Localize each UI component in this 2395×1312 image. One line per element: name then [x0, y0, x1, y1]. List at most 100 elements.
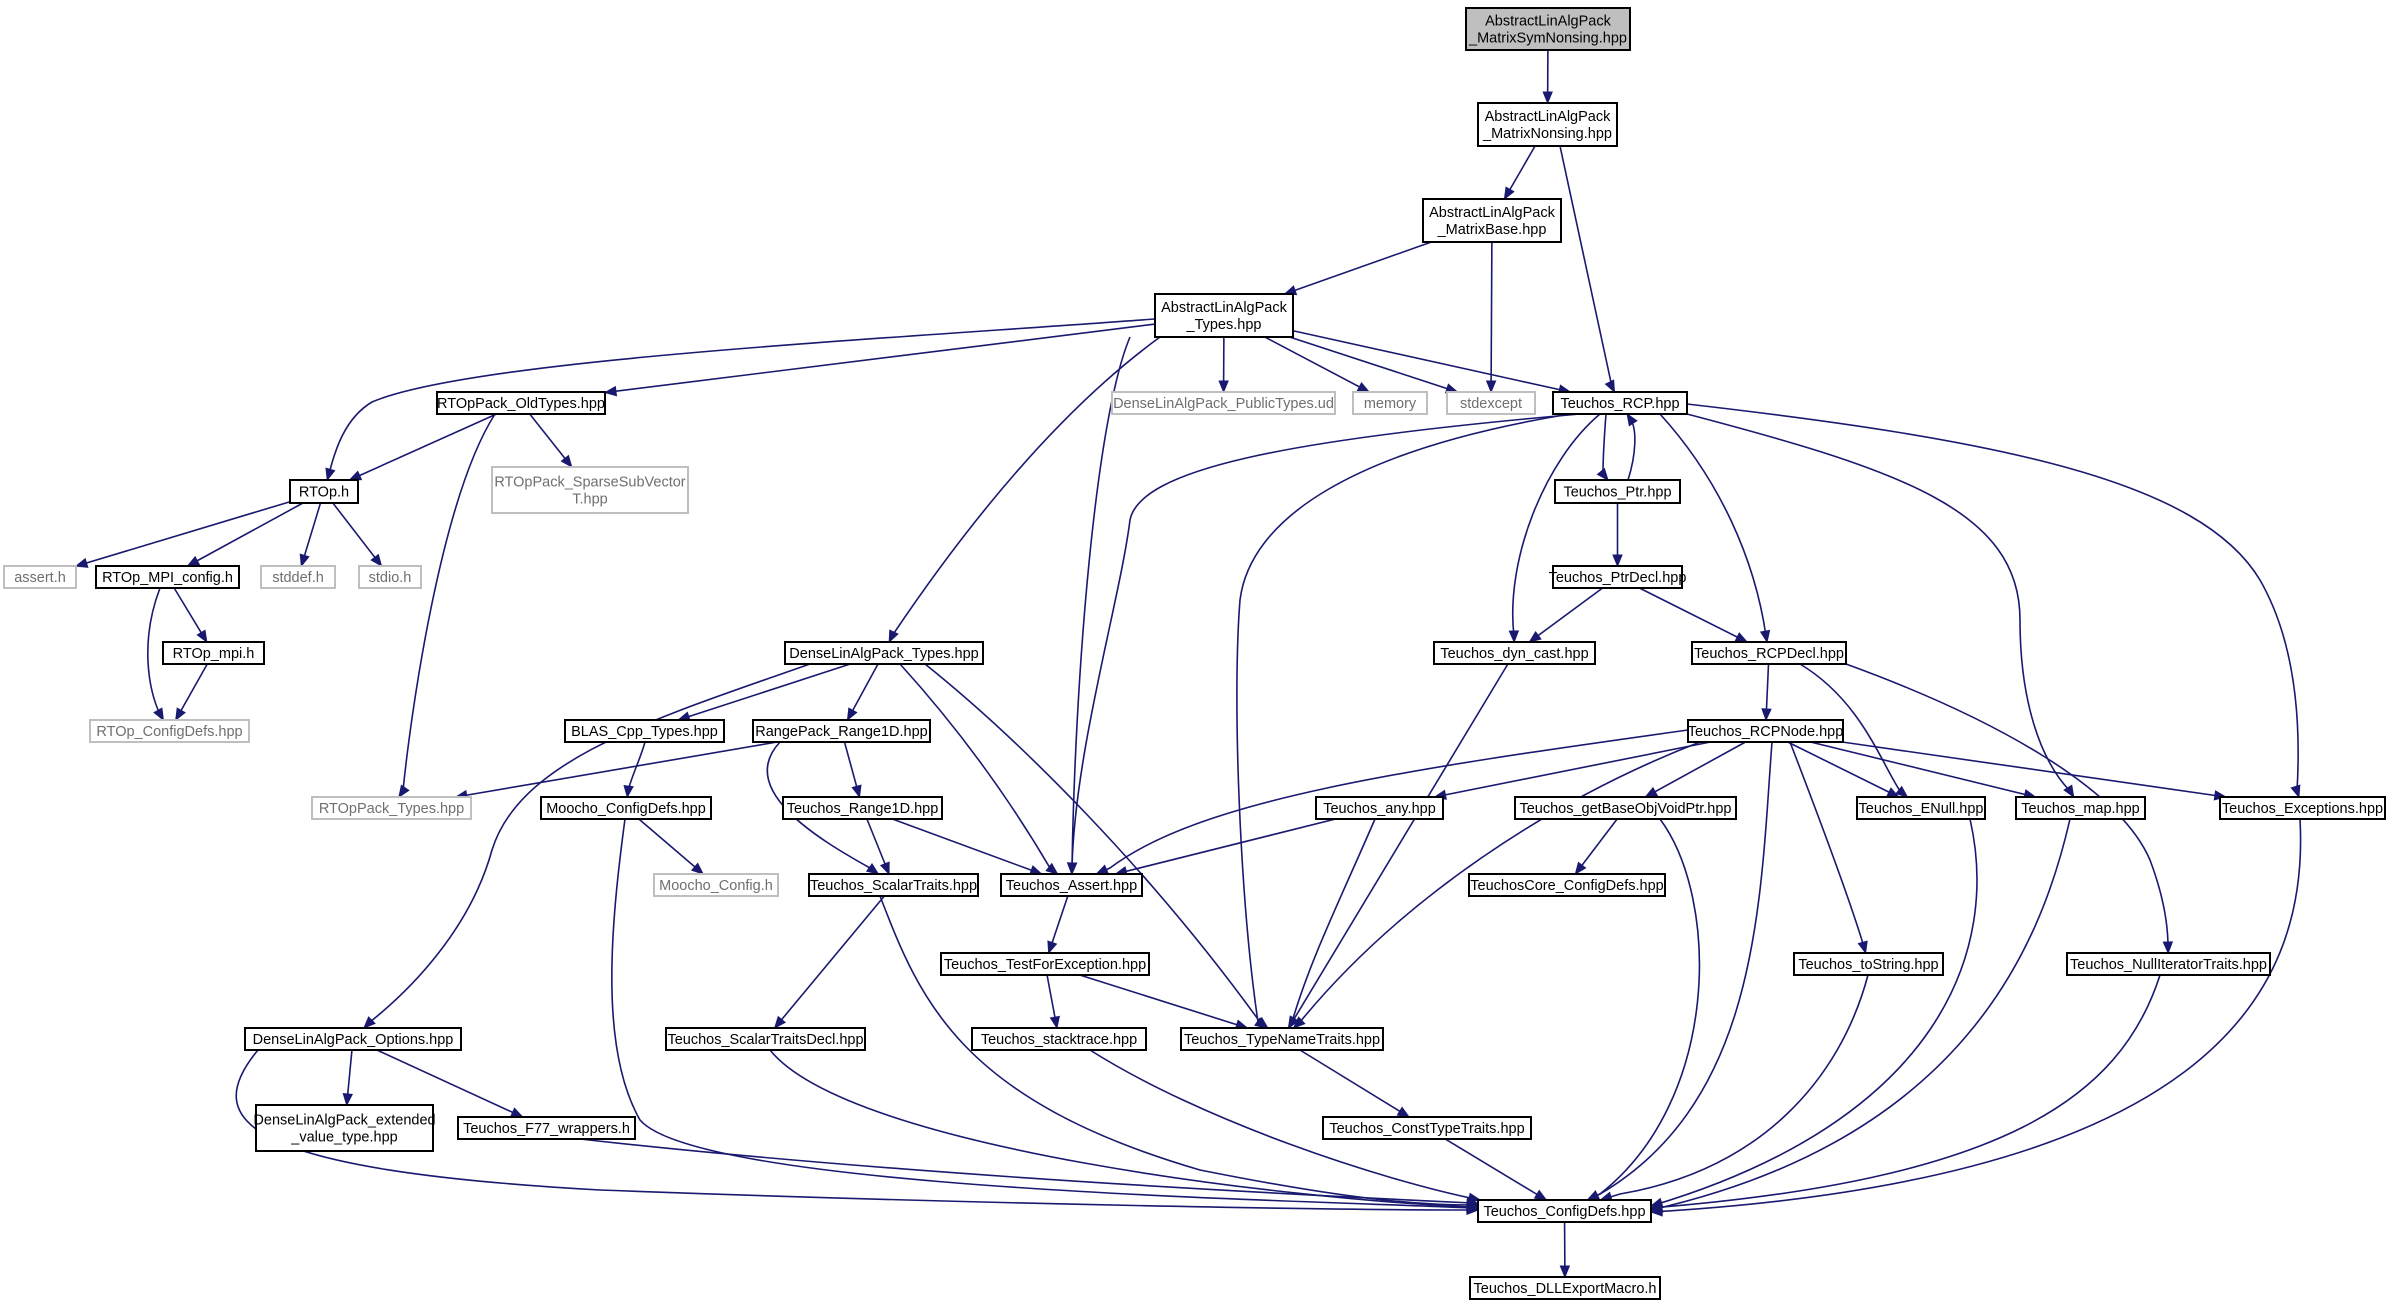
- node-label-ptr: Teuchos_Ptr.hpp: [1563, 485, 1671, 501]
- edge-oldtypes-to-rtop: [349, 413, 497, 481]
- node-tassert[interactable]: Teuchos_Assert.hpp: [1000, 873, 1143, 897]
- edge-densetypes-to-typenametraits-arrowhead: [1255, 1016, 1269, 1029]
- edge-tostring-to-tconfigdefs: [1600, 974, 1869, 1201]
- node-densetypes[interactable]: DenseLinAlgPack_Types.hpp: [784, 641, 984, 665]
- node-stddef[interactable]: stddef.h: [260, 565, 336, 589]
- node-box-matnonsing: [1477, 102, 1618, 147]
- edge-nulliter-to-tconfigdefs-arrowhead: [1649, 1201, 1663, 1213]
- node-f77wrappers[interactable]: Teuchos_F77_wrappers.h: [457, 1116, 636, 1140]
- node-trange1d[interactable]: Teuchos_Range1D.hpp: [782, 796, 943, 820]
- node-stacktrace[interactable]: Teuchos_stacktrace.hpp: [971, 1027, 1147, 1051]
- edge-rcpnode-to-texceptions: [1842, 741, 2226, 798]
- node-rcpnode[interactable]: Teuchos_RCPNode.hpp: [1687, 719, 1844, 743]
- node-rcpdecl[interactable]: Teuchos_RCPDecl.hpp: [1691, 641, 1847, 665]
- edge-root-to-matnonsing-arrowhead: [1542, 91, 1553, 105]
- node-options[interactable]: DenseLinAlgPack_Options.hpp: [244, 1027, 462, 1051]
- edge-matbase-to-stdexcept-arrowhead: [1485, 380, 1497, 394]
- node-oldtypes[interactable]: RTOpPack_OldTypes.hpp: [436, 391, 606, 415]
- node-label-rtopconfigdefs: RTOp_ConfigDefs.hpp: [96, 724, 242, 740]
- node-box-rcpnode: [1687, 719, 1844, 743]
- node-dyncast[interactable]: Teuchos_dyn_cast.hpp: [1433, 641, 1596, 665]
- node-publictypes[interactable]: DenseLinAlgPack_PublicTypes.ud: [1111, 391, 1336, 415]
- node-box-stdexcept: [1446, 391, 1536, 415]
- node-label-trange1d: Teuchos_Range1D.hpp: [787, 801, 939, 817]
- node-algtypes[interactable]: AbstractLinAlgPack_Types.hpp: [1154, 293, 1294, 338]
- edge-mpiconfig-to-rtopconfigdefs-arrowhead: [153, 707, 164, 722]
- node-box-rcp: [1552, 391, 1688, 415]
- node-tmap[interactable]: Teuchos_map.hpp: [2015, 796, 2146, 820]
- node-rtopconfigdefs[interactable]: RTOp_ConfigDefs.hpp: [89, 719, 250, 743]
- edge-rcp-to-tmap: [1686, 413, 2075, 798]
- node-label-rcpnode: Teuchos_RCPNode.hpp: [1688, 724, 1844, 740]
- node-box-extvaluetype: [255, 1104, 434, 1152]
- node-label-getbase: Teuchos_getBaseObjVoidPtr.hpp: [1519, 801, 1731, 817]
- node-rtopmpi[interactable]: RTOp_mpi.h: [162, 641, 265, 665]
- node-box-options: [244, 1027, 462, 1051]
- node-box-asserth: [3, 565, 77, 589]
- edge-mpiconfig-to-rtopconfigdefs: [147, 587, 165, 721]
- edge-getbase-to-coreconfigdefs-arrowhead: [1574, 861, 1587, 876]
- node-consttypetraits[interactable]: Teuchos_ConstTypeTraits.hpp: [1322, 1116, 1532, 1140]
- node-label-matbase: _MatrixBase.hpp: [1437, 222, 1547, 238]
- node-box-rtop: [289, 479, 359, 504]
- node-typenametraits[interactable]: Teuchos_TypeNameTraits.hpp: [1180, 1027, 1384, 1051]
- node-ptr[interactable]: Teuchos_Ptr.hpp: [1554, 479, 1681, 504]
- node-label-coreconfigdefs: TeuchosCore_ConfigDefs.hpp: [1470, 878, 1663, 894]
- node-box-algtypes: [1154, 293, 1294, 338]
- edge-rcpnode-to-tany: [1434, 741, 1711, 798]
- edge-ptrdecl-to-rcpdecl-arrowhead: [1734, 632, 1749, 643]
- edge-densetypes-to-tassert: [899, 663, 1059, 875]
- node-scalartraitsdecl[interactable]: Teuchos_ScalarTraitsDecl.hpp: [665, 1027, 866, 1051]
- node-box-matbase: [1422, 198, 1562, 243]
- node-label-matnonsing: AbstractLinAlgPack: [1485, 109, 1611, 125]
- node-testforexc[interactable]: Teuchos_TestForException.hpp: [940, 952, 1150, 976]
- node-root[interactable]: AbstractLinAlgPack_MatrixSymNonsing.hpp: [1465, 7, 1631, 51]
- node-rcp[interactable]: Teuchos_RCP.hpp: [1552, 391, 1688, 415]
- edge-oldtypes-to-rtop-arrowhead: [348, 470, 363, 481]
- node-moochoconfig[interactable]: Moocho_Config.h: [653, 873, 779, 897]
- node-dllexport[interactable]: Teuchos_DLLExportMacro.h: [1469, 1276, 1661, 1300]
- node-ptrdecl[interactable]: Teuchos_PtrDecl.hpp: [1549, 565, 1687, 589]
- edge-ptr-to-ptrdecl-arrowhead: [1612, 554, 1623, 568]
- node-label-root: AbstractLinAlgPack: [1485, 14, 1611, 30]
- node-nulliter[interactable]: Teuchos_NullIteratorTraits.hpp: [2066, 952, 2271, 976]
- edge-testforexc-to-typenametraits: [1079, 974, 1248, 1029]
- node-mpiconfig[interactable]: RTOp_MPI_config.h: [95, 565, 240, 589]
- node-stdexcept[interactable]: stdexcept: [1446, 391, 1536, 415]
- edge-algtypes-to-densetypes: [888, 336, 1161, 643]
- edge-algtypes-to-rtop: [326, 318, 1156, 481]
- node-memory[interactable]: memory: [1352, 391, 1428, 415]
- node-range1d[interactable]: RangePack_Range1D.hpp: [752, 719, 931, 743]
- node-box-tany: [1315, 796, 1444, 820]
- node-blascpp[interactable]: BLAS_Cpp_Types.hpp: [564, 719, 725, 743]
- node-texceptions[interactable]: Teuchos_Exceptions.hpp: [2219, 796, 2386, 820]
- edge-densetypes-to-blascpp: [678, 663, 851, 721]
- edge-range1d-to-rtoppacktypes: [455, 741, 778, 798]
- node-coreconfigdefs[interactable]: TeuchosCore_ConfigDefs.hpp: [1468, 873, 1666, 897]
- node-asserth[interactable]: assert.h: [3, 565, 77, 589]
- node-stdio[interactable]: stdio.h: [358, 565, 422, 589]
- node-rtop[interactable]: RTOp.h: [289, 479, 359, 504]
- node-box-range1d: [752, 719, 931, 743]
- node-matnonsing[interactable]: AbstractLinAlgPack_MatrixNonsing.hpp: [1477, 102, 1618, 147]
- node-label-algtypes: _Types.hpp: [1186, 317, 1262, 333]
- edge-trange1d-to-tassert: [892, 818, 1042, 875]
- edge-rtop-to-stdio-arrowhead: [370, 553, 383, 568]
- node-getbase[interactable]: Teuchos_getBaseObjVoidPtr.hpp: [1514, 796, 1737, 820]
- edge-tany-to-typenametraits: [1287, 818, 1376, 1029]
- edge-typenametraits-to-consttypetraits: [1299, 1049, 1410, 1118]
- node-box-tostring: [1793, 952, 1944, 976]
- node-tany[interactable]: Teuchos_any.hpp: [1315, 796, 1444, 820]
- node-tostring[interactable]: Teuchos_toString.hpp: [1793, 952, 1944, 976]
- node-scalartraits[interactable]: Teuchos_ScalarTraits.hpp: [808, 873, 979, 897]
- node-matbase[interactable]: AbstractLinAlgPack_MatrixBase.hpp: [1422, 198, 1562, 243]
- node-tconfigdefs[interactable]: Teuchos_ConfigDefs.hpp: [1477, 1199, 1652, 1223]
- node-enull[interactable]: Teuchos_ENull.hpp: [1856, 796, 1986, 820]
- node-label-densetypes: DenseLinAlgPack_Types.hpp: [789, 646, 978, 662]
- node-rtoppacktypes[interactable]: RTOpPack_Types.hpp: [311, 796, 472, 820]
- node-moochoconfigdefs[interactable]: Moocho_ConfigDefs.hpp: [540, 796, 712, 820]
- node-extvaluetype[interactable]: DenseLinAlgPack_extended_value_type.hpp: [253, 1104, 436, 1152]
- node-label-moochoconfigdefs: Moocho_ConfigDefs.hpp: [546, 801, 706, 817]
- edge-enull-to-tconfigdefs: [1650, 818, 1978, 1207]
